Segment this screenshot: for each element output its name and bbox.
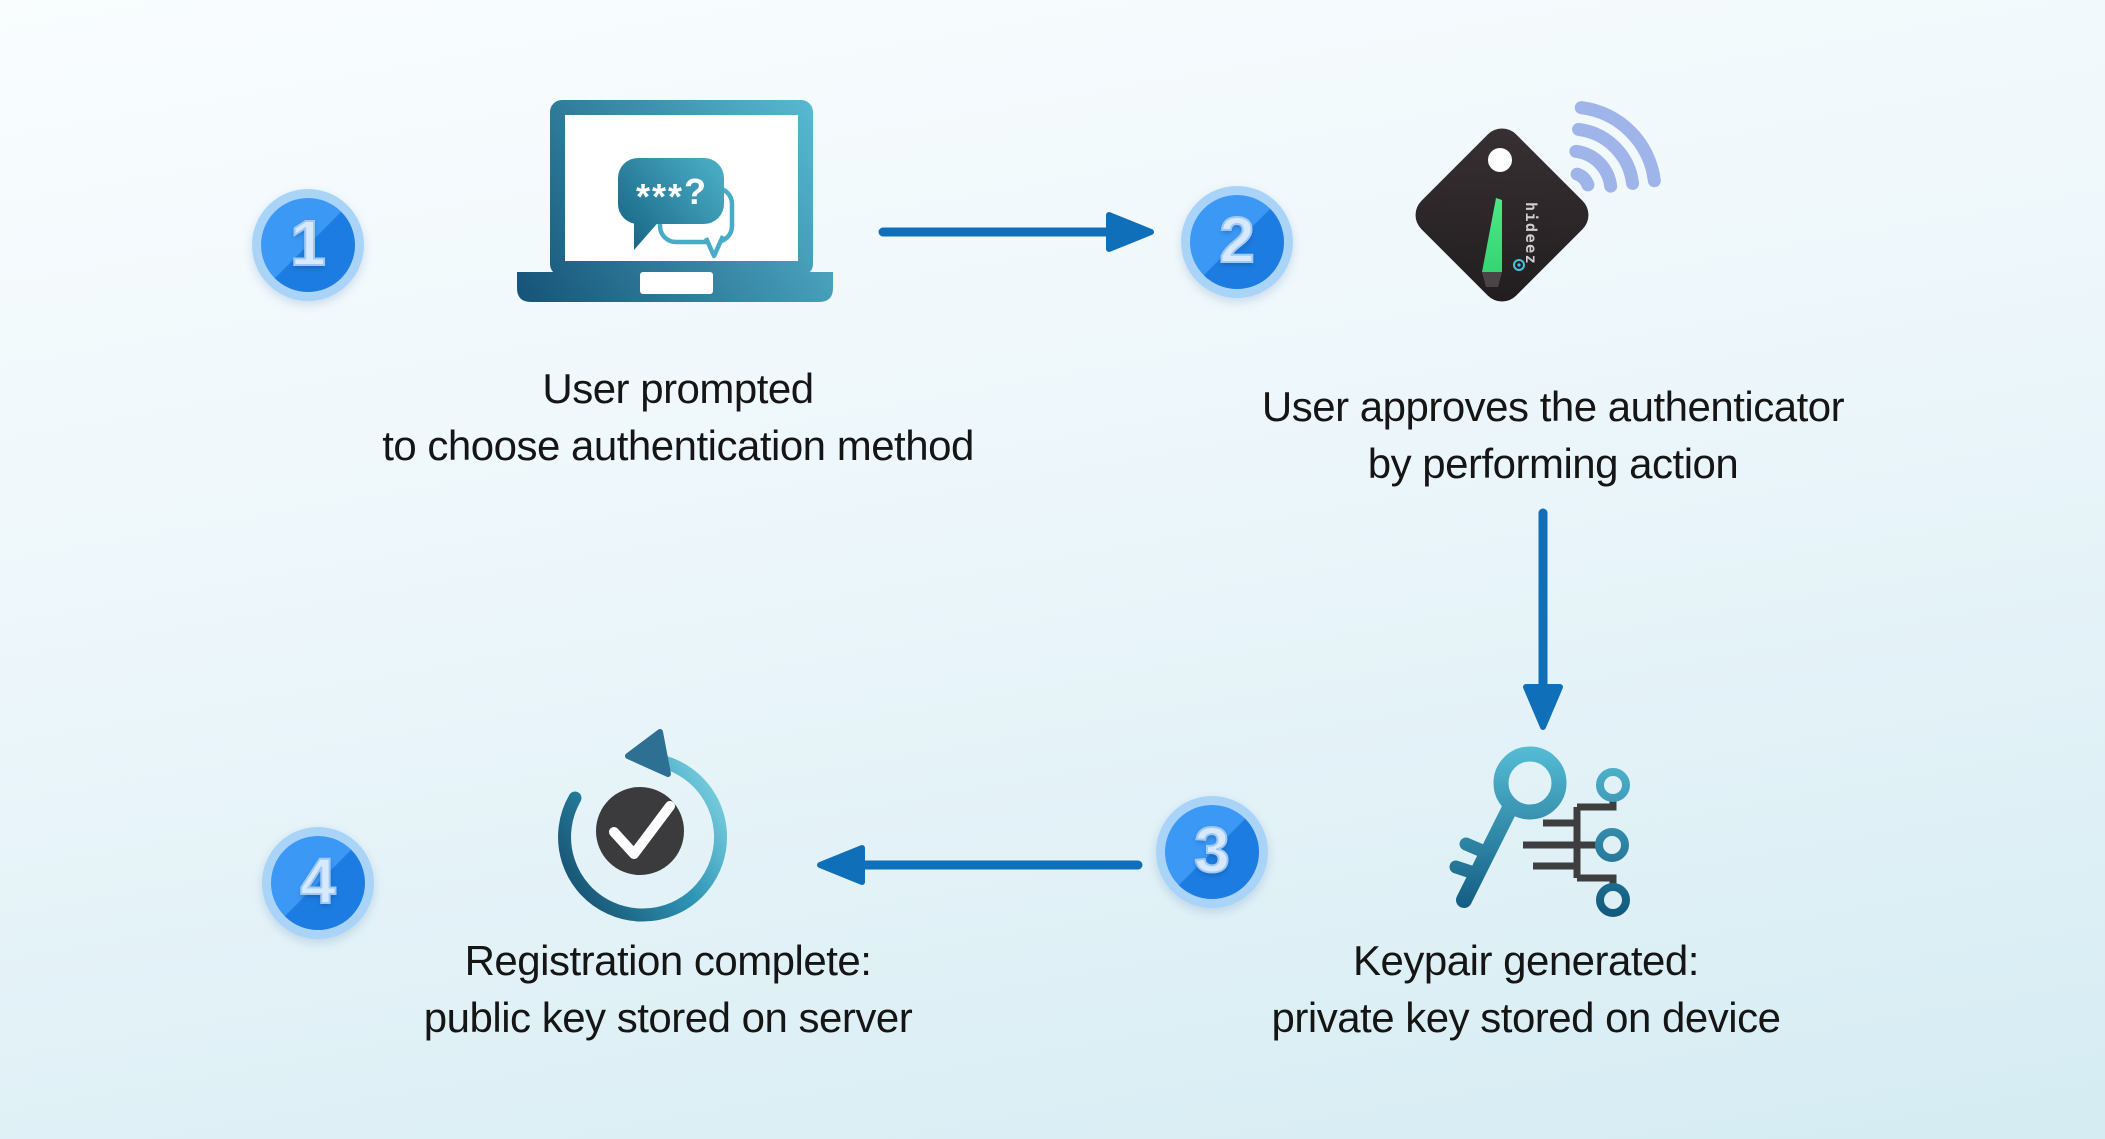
step-1-caption-line2: to choose authentication method bbox=[382, 422, 974, 469]
step-4-caption: Registration complete: public key stored… bbox=[288, 932, 1048, 1046]
step-1-caption: User prompted to choose authentication m… bbox=[298, 360, 1058, 474]
step-3-badge: 3 bbox=[1156, 796, 1268, 908]
step-3-caption: Keypair generated: private key stored on… bbox=[1146, 932, 1906, 1046]
hideez-device-wireless-icon: hideez bbox=[1415, 101, 1661, 302]
step-2-caption-line1: User approves the authenticator bbox=[1261, 383, 1845, 430]
step-4-badge: 4 bbox=[262, 827, 374, 939]
arrow-step3-to-step4 bbox=[817, 845, 1143, 885]
step-2-badge: 2 bbox=[1181, 186, 1293, 298]
laptop-password-prompt-icon: ***? bbox=[517, 100, 833, 302]
step-2-caption: User approves the authenticator by perfo… bbox=[1173, 378, 1933, 492]
device-logo-text: hideez bbox=[1522, 202, 1540, 265]
step-3-caption-line2: private key stored on device bbox=[1271, 994, 1781, 1041]
device-indicator bbox=[1482, 198, 1502, 272]
step-4-caption-line1: Registration complete: bbox=[464, 937, 872, 984]
step-4-caption-line2: public key stored on server bbox=[423, 994, 913, 1041]
arrow-step2-to-step3 bbox=[1523, 508, 1563, 730]
step-2-caption-line2: by performing action bbox=[1367, 440, 1739, 487]
key-shape bbox=[1449, 746, 1567, 908]
keychain-hole bbox=[1488, 148, 1512, 172]
wireless-signal-icon bbox=[1569, 101, 1661, 193]
refresh-check-icon bbox=[558, 729, 727, 922]
step-1-badge: 1 bbox=[252, 189, 364, 301]
step-3-caption-line1: Keypair generated: bbox=[1353, 937, 1699, 984]
check-mark-icon bbox=[609, 801, 675, 859]
refresh-arrowhead bbox=[625, 729, 671, 777]
step-4-number: 4 bbox=[299, 845, 337, 917]
step-1-caption-line1: User prompted bbox=[542, 365, 814, 412]
password-prompt-text: ***? bbox=[636, 171, 708, 217]
step-1-number: 1 bbox=[289, 207, 327, 279]
refresh-arc bbox=[558, 754, 727, 922]
step-3-number: 3 bbox=[1193, 814, 1231, 886]
arrow-step1-to-step2 bbox=[878, 212, 1154, 252]
key-circuit-icon bbox=[1449, 746, 1630, 917]
circuit-nodes bbox=[1595, 768, 1630, 917]
step-2-number: 2 bbox=[1218, 204, 1256, 276]
